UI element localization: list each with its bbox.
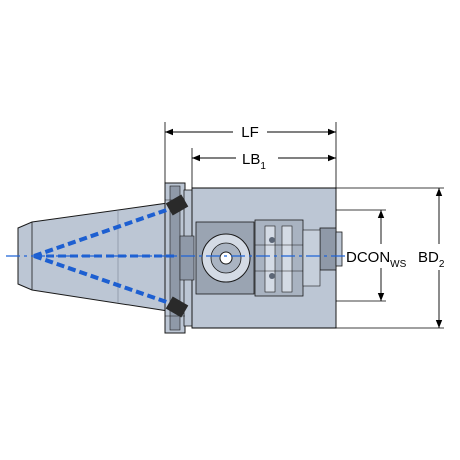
internal-mechanism: [179, 219, 321, 297]
dimension-lf: LF: [164, 122, 337, 188]
dimension-dcon: DCONWS: [336, 209, 407, 302]
label-bd2: BD2: [418, 249, 445, 270]
dimension-bd2: BD2: [192, 187, 445, 329]
label-lb1: LB1: [242, 151, 266, 172]
label-dcon: DCONWS: [346, 249, 407, 270]
coolant-channels: [33, 194, 189, 318]
label-lf: LF: [241, 124, 259, 141]
dimension-lb1: LB1: [191, 148, 336, 188]
